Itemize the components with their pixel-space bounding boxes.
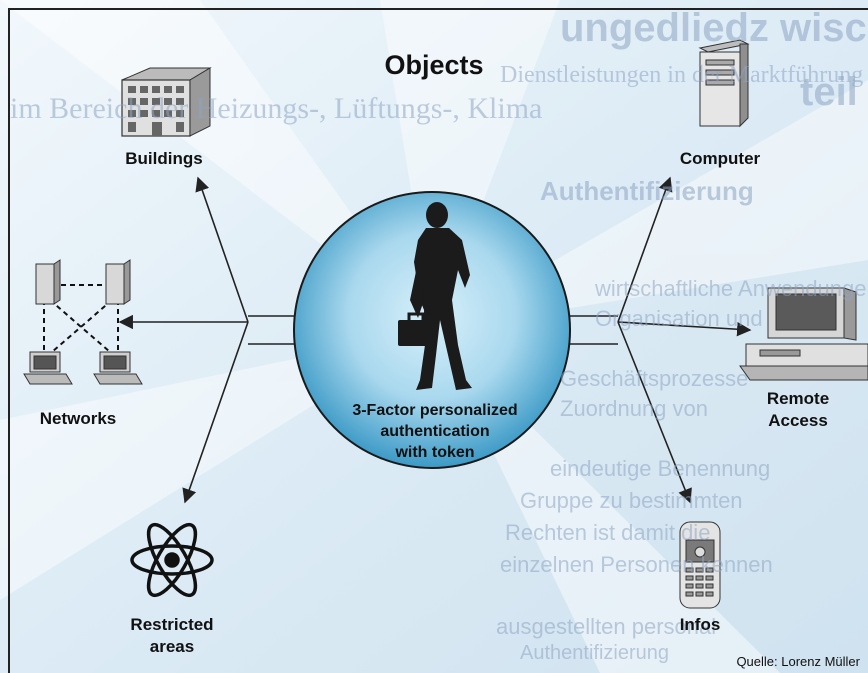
building-icon	[121, 67, 212, 137]
bg-line-7: eindeutige Benennung	[550, 456, 771, 481]
bg-line-1: Dienstleistungen in der Marktführung	[500, 62, 864, 88]
label-infos: Infos	[679, 615, 721, 634]
arrow-buildings	[195, 176, 249, 323]
bg-line-3: wirtschaftliche Anwendungen	[595, 276, 868, 301]
bg-heading-1: ungedliedz wischen Person	[560, 6, 868, 50]
frame	[8, 8, 868, 673]
bg-line-4: Organisation und	[595, 306, 763, 331]
source-credit: Quelle: Lorenz Müller	[736, 654, 860, 669]
label-remote-line1: Remote	[766, 389, 830, 408]
center-caption: 3-Factor personalized authentication wit…	[330, 400, 540, 463]
label-networks: Networks	[39, 409, 117, 428]
diagram-title: Objects	[384, 50, 484, 80]
atom-icon	[130, 522, 214, 598]
bg-line-9: Rechten ist damit die	[505, 520, 711, 545]
bg-line-12: Authentifizierung	[520, 642, 669, 664]
mobile-phone-icon	[679, 521, 721, 609]
label-remote-access: Remote Access	[738, 388, 858, 432]
bg-line-11: ausgestellten personal	[496, 614, 717, 639]
center-caption-line1: 3-Factor personalized	[352, 402, 518, 419]
bg-line-5: Geschäftsprozesse	[560, 366, 749, 391]
label-computer: Computer	[679, 149, 761, 168]
center-caption-line2: authentication	[380, 423, 490, 440]
bg-line-8: Gruppe zu bestimmten	[520, 488, 743, 513]
label-restricted-line1: Restricted	[130, 615, 214, 634]
arrow-computer	[617, 176, 673, 323]
computer-tower-icon	[698, 39, 750, 128]
arrow-infos	[617, 321, 692, 504]
label-remote-line2: Access	[768, 411, 828, 430]
arrow-restricted	[182, 321, 249, 504]
label-restricted-areas: Restricted areas	[112, 614, 232, 658]
label-buildings: Buildings	[125, 149, 203, 168]
center-caption-line3: with token	[395, 444, 475, 461]
bg-heading-2: teil	[800, 70, 858, 114]
person-silhouette-icon	[398, 202, 472, 390]
bg-line-2: im Bereich der Heizungs-, Lüftungs-, Kli…	[10, 92, 543, 125]
remote-desktop-icon	[739, 287, 868, 381]
bg-line-6: Zuordnung von	[560, 396, 708, 421]
label-restricted-line2: areas	[149, 637, 195, 656]
network-icon	[23, 259, 143, 385]
bg-heading-3: Authentifizierung	[540, 176, 754, 206]
bg-line-10: einzelnen Personen kennen	[500, 552, 773, 577]
arrow-remote	[617, 321, 752, 337]
